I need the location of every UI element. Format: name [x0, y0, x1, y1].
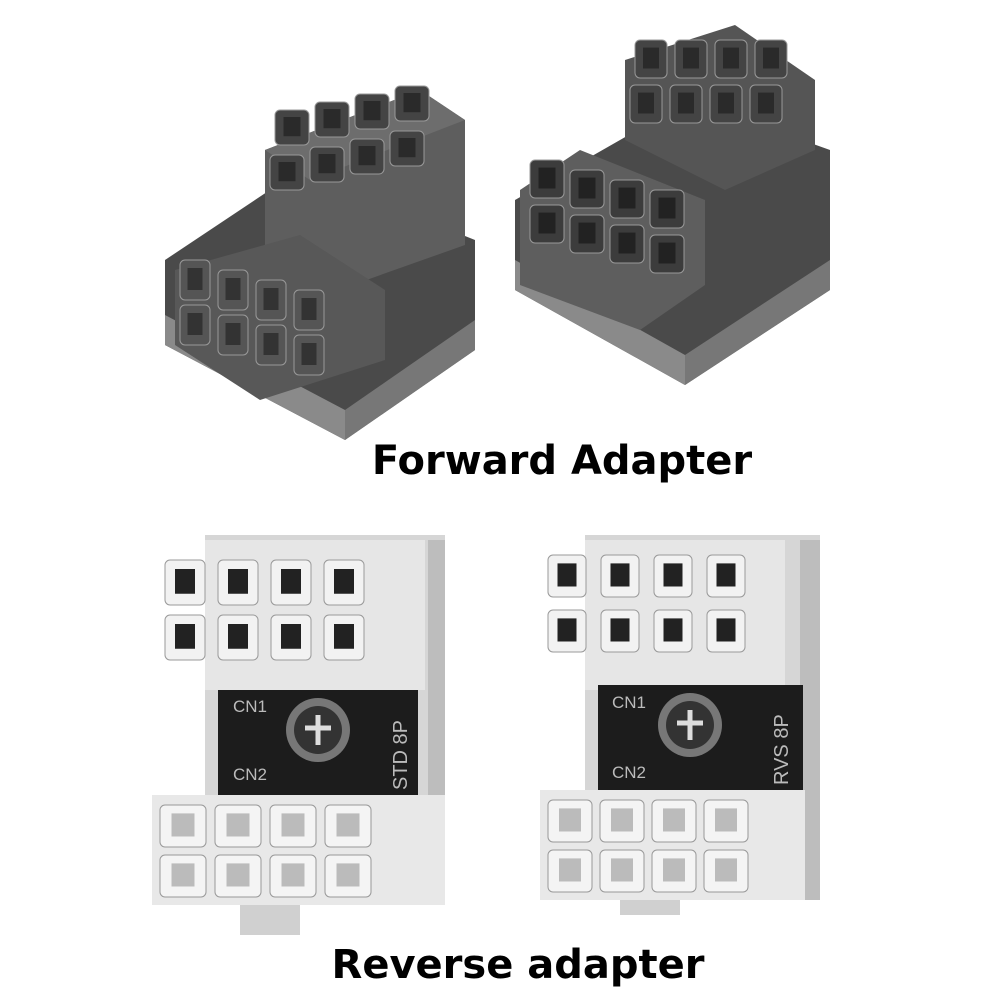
pin-hole — [683, 47, 699, 69]
pin-hole — [618, 232, 636, 254]
std-8p-label: STD 8P — [390, 720, 412, 790]
pin-hole — [578, 222, 596, 244]
forward-adapter-left — [165, 85, 475, 440]
pin-hole — [663, 563, 683, 587]
pin-hole — [281, 569, 301, 594]
pin-hole — [175, 624, 195, 649]
pin-hole — [610, 618, 630, 642]
pin-hole — [263, 288, 279, 310]
pin-hole — [281, 813, 305, 837]
pin-hole — [283, 117, 301, 137]
pin-hole — [578, 177, 596, 199]
pin-hole — [618, 187, 636, 209]
pin-hole — [718, 92, 734, 114]
pin-hole — [715, 808, 737, 832]
pin-hole — [225, 323, 241, 345]
pin-hole — [281, 863, 305, 887]
reverse-adapter-left: CN1 CN2 STD 8P — [152, 535, 445, 935]
pin-hole — [538, 167, 556, 189]
pin-hole — [171, 863, 195, 887]
pin-hole — [559, 808, 581, 832]
pin-hole — [658, 242, 676, 264]
pin-hole — [538, 212, 556, 234]
pin-hole — [663, 808, 685, 832]
pin-hole — [278, 162, 296, 182]
pin-hole — [643, 47, 659, 69]
pin-hole — [334, 569, 354, 594]
pin-hole — [611, 858, 633, 882]
pin-hole — [228, 569, 248, 594]
rvs-8p-label: RVS 8P — [771, 714, 793, 785]
pin-hole — [403, 93, 421, 113]
pin-hole — [228, 624, 248, 649]
pin-hole — [336, 813, 360, 837]
forward-adapter-right — [515, 25, 830, 385]
pin-hole — [716, 618, 736, 642]
pin-hole — [715, 858, 737, 882]
pin-hole — [758, 92, 774, 114]
pin-hole — [723, 47, 739, 69]
forward-adapter-caption: Forward Adapter — [371, 438, 753, 484]
pin-hole — [318, 154, 336, 174]
pin-hole — [557, 618, 577, 642]
pin-hole — [638, 92, 654, 114]
pin-hole — [187, 313, 203, 335]
pin-hole — [363, 101, 381, 121]
pin-hole — [263, 333, 279, 355]
pin-hole — [716, 563, 736, 587]
pin-hole — [611, 808, 633, 832]
pin-hole — [678, 92, 694, 114]
reverse-adapter-right: CN1 CN2 RVS 8P — [540, 535, 820, 915]
cn1-label: CN1 — [233, 697, 267, 716]
cn1-label: CN1 — [612, 693, 646, 712]
pin-hole — [763, 47, 779, 69]
pin-hole — [336, 863, 360, 887]
pin-hole — [658, 197, 676, 219]
pin-hole — [226, 863, 250, 887]
pin-hole — [301, 298, 317, 320]
pin-hole — [226, 813, 250, 837]
pin-hole — [301, 343, 317, 365]
pin-hole — [175, 569, 195, 594]
pin-hole — [398, 138, 416, 158]
pin-hole — [663, 858, 685, 882]
pin-hole — [559, 858, 581, 882]
pin-hole — [610, 563, 630, 587]
pin-hole — [187, 268, 203, 290]
reverse-adapter-caption: Reverse adapter — [331, 942, 705, 988]
cn2-label: CN2 — [233, 765, 267, 784]
cn2-label: CN2 — [612, 763, 646, 782]
pin-hole — [225, 278, 241, 300]
pin-hole — [323, 109, 341, 129]
pin-hole — [171, 813, 195, 837]
pin-hole — [663, 618, 683, 642]
pin-hole — [358, 146, 376, 166]
pin-hole — [557, 563, 577, 587]
pin-hole — [281, 624, 301, 649]
pin-hole — [334, 624, 354, 649]
